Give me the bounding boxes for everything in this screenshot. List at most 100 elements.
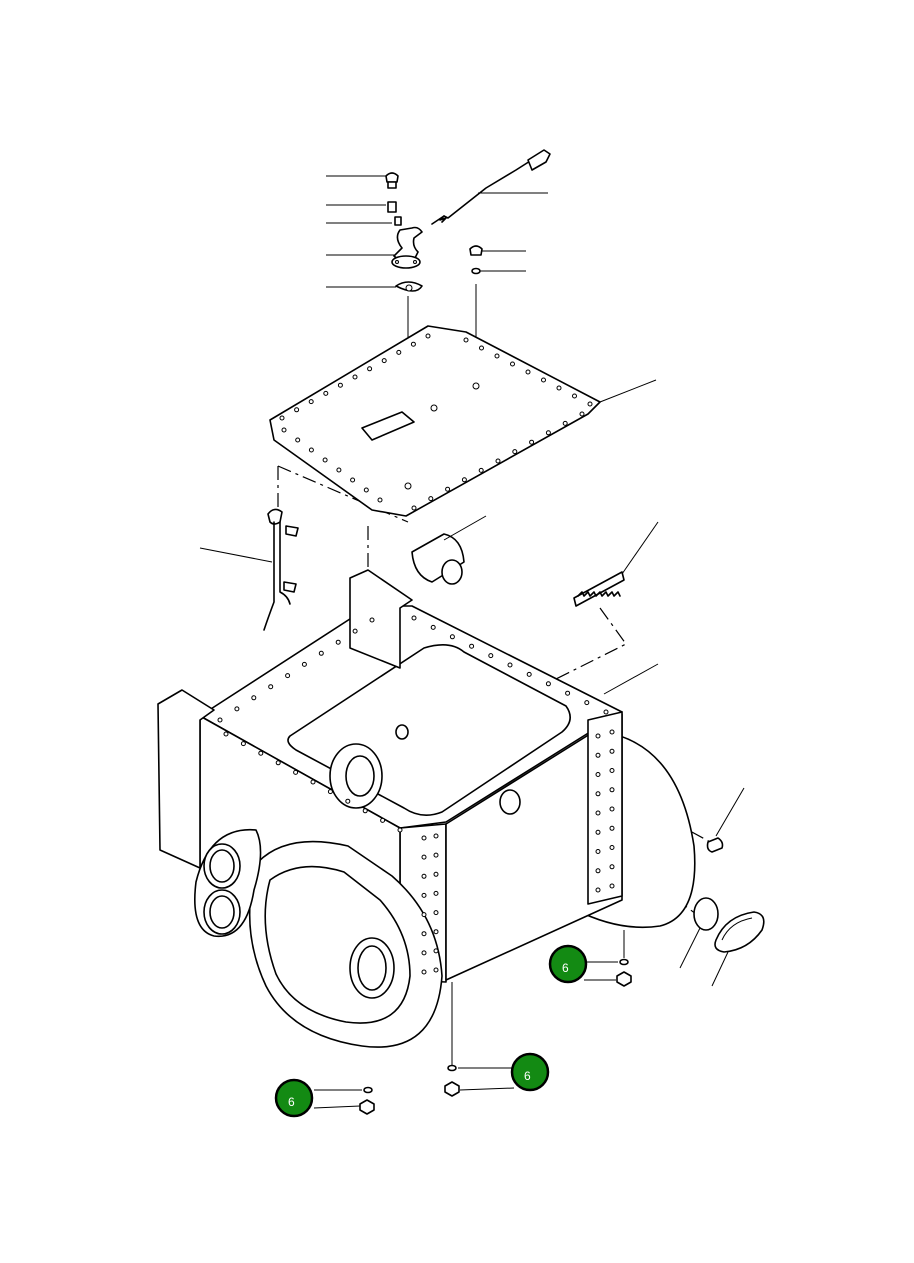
bolt-hole <box>562 420 568 426</box>
bolt-hole <box>396 349 402 355</box>
bolt-hole <box>433 890 439 896</box>
bolt-hole <box>433 948 439 954</box>
bolt-hole <box>223 731 229 737</box>
bolt-hole <box>609 729 615 735</box>
oring-part <box>679 897 719 969</box>
nipple-part <box>394 216 402 226</box>
callout-label: 6 <box>562 961 569 975</box>
strip-part <box>573 521 659 607</box>
bolt-hole <box>609 845 615 850</box>
plug-part-right <box>584 958 632 987</box>
bolt-hole <box>433 852 439 858</box>
bolt-hole <box>336 467 342 473</box>
bolt-hole <box>445 486 451 492</box>
bolt-hole <box>587 401 593 407</box>
callout-badge-left[interactable]: 6 <box>274 1078 314 1118</box>
bolt-hole <box>595 733 601 739</box>
bolt-hole <box>428 496 434 502</box>
bolt-hole <box>295 437 301 443</box>
bolt-hole <box>421 892 427 898</box>
bolt-hole <box>525 369 531 375</box>
bolt-hole <box>433 910 439 916</box>
bolt-hole <box>421 854 427 860</box>
bolt-hole <box>268 684 274 690</box>
bolt-hole <box>609 883 615 889</box>
bolt-hole <box>572 393 577 399</box>
bolt-hole <box>421 873 427 879</box>
bolt-hole <box>433 833 439 839</box>
bolt-hole <box>322 457 328 463</box>
bolt-hole <box>285 673 291 679</box>
bolt-hole <box>430 624 436 630</box>
fitting-part <box>387 201 397 213</box>
breather-cap-part <box>385 172 399 189</box>
plug-part-top <box>469 245 483 275</box>
bolt-hole <box>595 849 601 854</box>
cover-plate <box>269 325 601 517</box>
bolt-hole <box>421 912 427 918</box>
bolt-hole <box>449 634 455 640</box>
filler-elbow-part <box>391 226 423 269</box>
bolt-hole <box>609 806 615 812</box>
bolt-hole <box>595 868 601 874</box>
bolt-hole <box>411 505 417 511</box>
bolt-hole <box>293 769 299 775</box>
callout-badge-right[interactable]: 6 <box>548 944 588 984</box>
bolt-hole <box>363 487 369 493</box>
bolt-hole <box>463 337 469 343</box>
bolt-hole <box>369 617 375 623</box>
bolt-hole <box>275 760 281 766</box>
bolt-hole <box>281 427 287 433</box>
bolt-hole <box>350 477 356 483</box>
bolt-hole <box>595 829 601 835</box>
bolt-hole <box>469 643 475 649</box>
main-housing <box>157 379 696 1048</box>
bolt-hole <box>367 366 373 372</box>
bolt-hole <box>595 752 601 758</box>
gasket-part <box>395 281 423 292</box>
bolt-hole <box>310 779 316 785</box>
bolt-hole <box>433 871 439 877</box>
bolt-hole <box>584 700 590 706</box>
bolt-hole <box>461 477 467 483</box>
bolt-hole <box>595 772 601 777</box>
bolt-hole <box>352 628 358 634</box>
bolt-hole <box>609 768 615 773</box>
bolt-hole <box>335 639 341 645</box>
bolt-hole <box>595 887 601 893</box>
bolt-hole <box>512 449 518 455</box>
bolt-hole <box>421 835 427 841</box>
bolt-hole <box>352 374 358 380</box>
bolt-hole <box>380 817 386 823</box>
bolt-hole <box>234 706 240 712</box>
bolt-hole <box>308 399 314 405</box>
bolt-hole <box>529 439 535 445</box>
bolt-hole <box>609 787 615 793</box>
bolt-hole <box>510 361 515 367</box>
bolt-hole <box>308 447 314 453</box>
bolt-hole <box>327 789 333 795</box>
bolt-hole <box>323 390 329 396</box>
bolt-hole <box>556 385 562 391</box>
callout-label: 6 <box>524 1069 531 1083</box>
bolt-hole <box>595 791 601 797</box>
housing-bolt-holes <box>217 615 615 975</box>
bolt-hole <box>433 967 439 973</box>
bolt-hole <box>411 615 417 621</box>
dowel-pin-part <box>706 787 745 853</box>
bolt-hole <box>377 497 383 503</box>
level-gauge-part <box>199 508 299 631</box>
leader-lines-top <box>326 175 548 288</box>
bolt-hole <box>579 411 585 417</box>
bolt-hole <box>301 661 307 667</box>
callout-badge-center[interactable]: 6 <box>510 1052 550 1092</box>
bolt-hole <box>294 407 300 413</box>
plug-part-left <box>313 1086 375 1115</box>
bolt-hole <box>421 950 427 956</box>
bolt-hole <box>479 345 484 351</box>
bolt-hole <box>495 458 501 464</box>
callout-label: 6 <box>288 1095 295 1109</box>
bolt-hole <box>421 931 427 937</box>
bolt-hole <box>478 467 484 473</box>
